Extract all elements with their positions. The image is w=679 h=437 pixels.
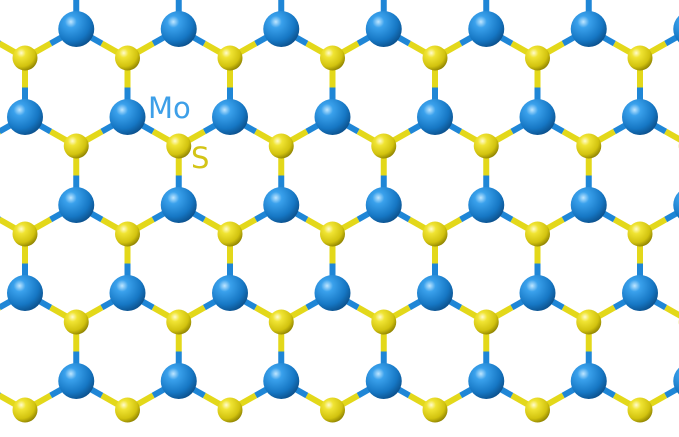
- mo-atom: [212, 275, 248, 311]
- s-atom: [63, 133, 89, 159]
- mo-atom: [314, 99, 351, 135]
- s-atom: [576, 309, 602, 335]
- s-atom: [422, 397, 448, 423]
- mo-atom: [570, 363, 607, 399]
- mo-atom: [622, 275, 658, 311]
- mo-atom: [109, 275, 146, 311]
- bond-segment: [664, 128, 679, 143]
- mo-atom: [570, 11, 607, 47]
- s-atom: [627, 397, 653, 423]
- s-atom: [320, 45, 345, 71]
- mo-atom: [160, 187, 197, 223]
- s-atom: [115, 221, 140, 247]
- s-atom: [268, 309, 294, 335]
- mo-atom: [314, 275, 351, 311]
- s-atom: [268, 133, 294, 159]
- mo-atom: [365, 187, 402, 223]
- mo-atom: [58, 363, 95, 399]
- s-atom: [627, 221, 653, 247]
- s-atom: [422, 221, 448, 247]
- mo-label: Mo: [148, 91, 191, 125]
- s-atom: [627, 45, 653, 71]
- mo-atom: [263, 11, 300, 47]
- s-atom: [115, 397, 140, 423]
- s-atom: [63, 309, 89, 335]
- s-atom: [217, 45, 243, 71]
- mo-atom: [7, 275, 43, 311]
- s-label: S: [191, 141, 210, 175]
- s-atom: [576, 133, 602, 159]
- mo-atom: [519, 99, 556, 135]
- s-atom: [166, 309, 192, 335]
- mo-atom: [160, 11, 197, 47]
- s-atom: [525, 221, 550, 247]
- s-atom: [320, 221, 345, 247]
- s-atom: [166, 133, 192, 159]
- s-atom: [371, 309, 397, 335]
- mo-atom: [263, 187, 300, 223]
- s-atom: [320, 397, 345, 423]
- mo-atom: [109, 99, 146, 135]
- s-atom: [371, 133, 397, 159]
- mo-atom: [673, 191, 679, 219]
- mo-atom: [58, 11, 95, 47]
- mo-atom: [365, 11, 402, 47]
- s-atom: [525, 397, 550, 423]
- mo-atom: [212, 99, 248, 135]
- mo-atom: [622, 99, 658, 135]
- mo-atom: [160, 363, 197, 399]
- s-atom: [217, 221, 243, 247]
- mo-atom: [519, 275, 556, 311]
- s-atom: [473, 309, 499, 335]
- mo-atom: [417, 275, 453, 311]
- mo-atom: [673, 15, 679, 43]
- bond-segment: [664, 304, 679, 319]
- mo-atom: [417, 99, 453, 135]
- mo-atom: [7, 99, 43, 135]
- s-atom: [12, 45, 38, 71]
- mo-atom: [570, 187, 607, 223]
- s-atom: [422, 45, 448, 71]
- s-atom: [115, 45, 140, 71]
- s-atom: [12, 221, 38, 247]
- mo-atom: [365, 363, 402, 399]
- s-atom: [525, 45, 550, 71]
- atoms-layer: [7, 11, 679, 423]
- mo-atom: [673, 367, 679, 395]
- mo-atom: [263, 363, 300, 399]
- s-atom: [473, 133, 499, 159]
- mo-atom: [468, 11, 505, 47]
- mo-atom: [58, 187, 95, 223]
- s-atom: [12, 397, 38, 423]
- s-atom: [217, 397, 243, 423]
- mo-atom: [468, 187, 505, 223]
- mo-atom: [468, 363, 505, 399]
